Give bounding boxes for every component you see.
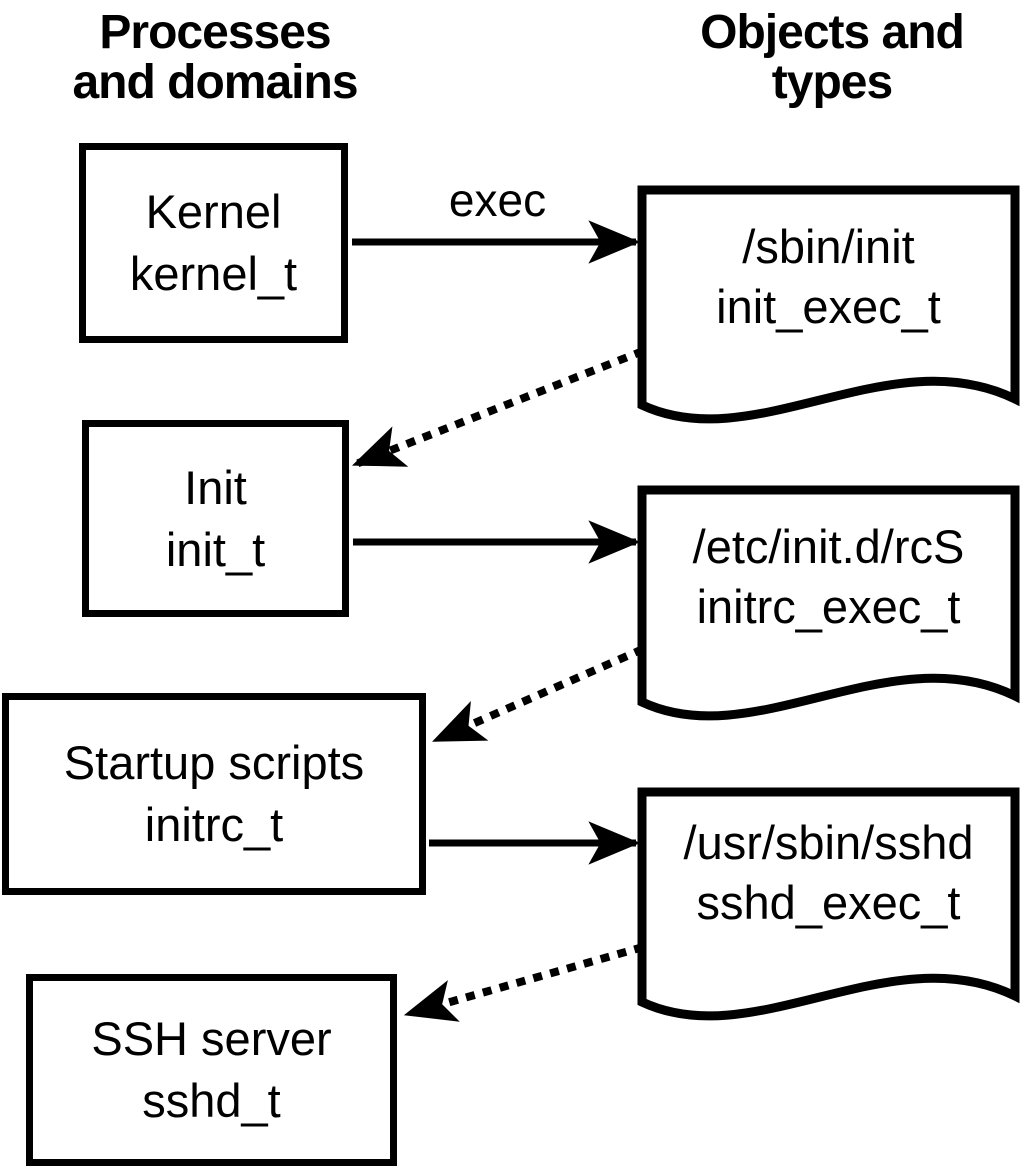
column-header-processes-line2: and domains <box>72 56 358 109</box>
column-header-processes: Processes and domains <box>15 8 415 108</box>
domain-type-label: kernel_t <box>129 247 298 300</box>
document-shape-etc-initd-rcs <box>637 485 1020 721</box>
process-box-startup-scripts: Startup scripts initrc_t <box>2 693 426 895</box>
object-path-label: /sbin/init <box>742 220 915 273</box>
column-header-objects: Objects and types <box>632 8 1024 108</box>
object-label-usr-sbin-sshd: /usr/sbin/sshd sshd_exec_t <box>642 813 1015 933</box>
object-type-label: initrc_exec_t <box>696 580 961 633</box>
transition-arrow-sbin-init-to-init <box>351 347 645 468</box>
document-shape-sbin-init <box>637 185 1020 424</box>
process-label: Init <box>184 460 247 514</box>
object-path-label: /usr/sbin/sshd <box>683 816 974 869</box>
exec-arrow-label: exec <box>448 174 547 226</box>
column-header-objects-line1: Objects and <box>700 6 965 59</box>
object-path-label: /etc/init.d/rcS <box>692 520 965 573</box>
process-box-init: Init init_t <box>82 420 349 617</box>
process-box-kernel: Kernel kernel_t <box>79 143 348 343</box>
transition-arrow-usr-sbin-sshd-to-ssh-server <box>403 943 645 1022</box>
process-label: Startup scripts <box>63 736 365 789</box>
object-label-sbin-init: /sbin/init init_exec_t <box>642 217 1015 337</box>
transition-arrow-etc-initd-rcs-to-startup-scripts <box>432 645 645 744</box>
column-header-processes-line1: Processes <box>99 6 331 59</box>
domain-type-label: sshd_t <box>142 1074 281 1127</box>
process-label: Kernel <box>145 185 282 238</box>
domain-type-label: init_t <box>165 522 266 576</box>
object-label-etc-initd-rcs: /etc/init.d/rcS initrc_exec_t <box>642 517 1015 637</box>
process-label: SSH server <box>91 1012 332 1065</box>
process-box-ssh-server: SSH server sshd_t <box>26 974 397 1166</box>
column-header-objects-line2: types <box>771 56 893 109</box>
object-type-label: init_exec_t <box>716 280 941 333</box>
object-type-label: sshd_exec_t <box>696 876 961 929</box>
document-shape-usr-sbin-sshd <box>637 787 1020 1021</box>
domain-type-label: initrc_t <box>144 798 284 851</box>
